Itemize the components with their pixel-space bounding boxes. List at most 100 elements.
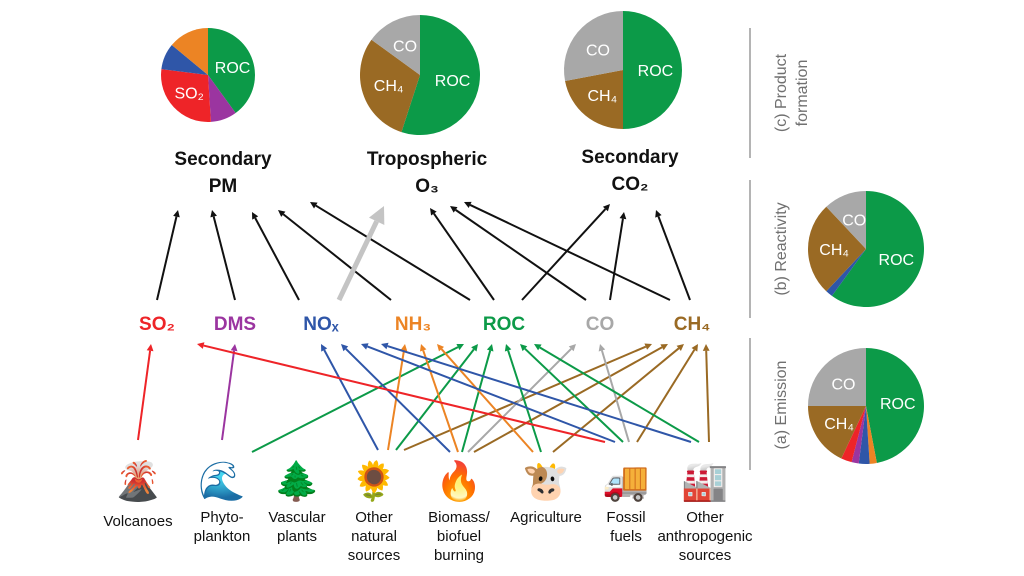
source-label-fossil-2: fuels — [610, 528, 642, 545]
species-label-so2: SO₂ — [139, 314, 175, 335]
emission-arrow-fossil-nox-shaft — [366, 345, 616, 443]
emission-arrow-other-natural-nox-head — [321, 344, 328, 352]
cow-icon: 🐮 — [522, 461, 569, 503]
emission-arrow-agriculture-ch4-head — [676, 344, 684, 351]
species-label-ch4: CH₄ — [674, 314, 711, 335]
pie-co2-label-ch4: CH₄ — [587, 88, 617, 105]
emission-arrow-other-anthro-ch4 — [702, 344, 710, 443]
panel-label-c-line1: (c) Product — [773, 53, 790, 132]
emission-arrow-biomass-nox-head — [341, 344, 349, 352]
pie-pm-label-so2: SO₂ — [174, 86, 203, 103]
species-labels: SO₂ DMS NOₓ NH₃ ROC CO CH₄ — [139, 314, 710, 335]
formation-arrow-co-co2 — [609, 212, 627, 301]
pie-emission-slice-dms — [851, 406, 866, 464]
panel-label-a: (a) Emission — [773, 361, 790, 450]
emission-arrow-biomass-roc-shaft — [461, 350, 492, 453]
source-label-biomass-2: biofuel — [437, 528, 481, 545]
pie-reactivity-slice-ch4 — [808, 206, 866, 292]
emission-arrow-biomass-nox-shaft — [345, 348, 451, 453]
formation-arrow-roc-pm — [310, 202, 471, 301]
wave-icon: 🌊 — [198, 459, 245, 503]
pie-emission-slice-nh3 — [866, 406, 877, 464]
formation-arrow-roc-pm-head — [310, 202, 318, 209]
pie-reactivity-slice-nox — [826, 249, 866, 296]
pie-co2-label-co: CO — [586, 42, 610, 59]
formation-arrow-nox-pm — [252, 212, 300, 301]
sunflower-icon: 🌻 — [350, 459, 397, 503]
emission-arrow-agriculture-nh3 — [437, 344, 534, 453]
emission-arrow-fossil-nox — [361, 343, 616, 443]
emission-arrow-other-natural-roc-head — [471, 344, 478, 352]
emission-arrow-other-anthro-ch4-head — [702, 344, 710, 351]
source-label-phyto-1: Phyto- — [200, 509, 243, 526]
source-label-other-natural-3: sources — [348, 547, 401, 564]
pie-o3-slice-co — [371, 15, 420, 75]
factory-icon: 🏭 — [681, 461, 728, 503]
emission-arrow-phyto-dms — [221, 344, 238, 441]
formation-arrow-nox-o3-shaft — [336, 220, 379, 302]
fire-icon: 🔥 — [435, 459, 482, 503]
emission-arrow-biomass-co-shaft — [467, 348, 572, 453]
emission-arrow-fossil-ch4-head — [691, 344, 698, 352]
pie-reactivity-label-co: CO — [842, 212, 866, 229]
source-label-other-anthro-3: sources — [679, 547, 732, 564]
source-label-fossil-1: Fossil — [606, 509, 645, 526]
panel-labels: (c) Product formation (b) Reactivity (a)… — [773, 53, 811, 449]
emission-arrow-biomass-ch4-shaft — [473, 346, 663, 453]
emission-arrow-biomass-nh3-shaft — [422, 350, 459, 453]
source-label-other-anthro-2: anthropogenic — [657, 528, 753, 545]
emission-arrow-biomass-co — [467, 344, 576, 453]
emission-arrow-other-anthro-ch4-shaft — [705, 350, 710, 443]
formation-arrow-co-co2-head — [619, 212, 627, 220]
pie-pm-slice-nh3 — [171, 28, 208, 75]
emission-arrow-biomass-nox — [341, 344, 451, 453]
formation-arrow-ch4-co2 — [655, 210, 691, 301]
pie-o3-slice-roc — [401, 15, 481, 135]
source-labels: Volcanoes Phyto- plankton Vascular plant… — [103, 509, 753, 564]
formation-arrow-ch4-o3 — [464, 201, 671, 301]
source-label-other-natural-2: natural — [351, 528, 397, 545]
emission-arrow-vascular-roc — [251, 344, 464, 453]
emission-arrow-other-natural-ch4-head — [644, 343, 652, 350]
source-label-other-natural-1: Other — [355, 509, 393, 526]
emission-arrow-fossil-roc — [520, 344, 624, 443]
emission-arrow-vascular-roc-head — [456, 344, 464, 351]
formation-arrow-dms-pm-shaft — [212, 216, 236, 301]
formation-arrow-co-o3 — [450, 206, 587, 301]
emission-arrow-fossil-co-head — [598, 344, 606, 352]
pie-emission-slice-co — [808, 348, 866, 406]
emission-arrow-other-natural-nh3-head — [400, 344, 408, 352]
pie-co2-slice-ch4 — [565, 70, 623, 129]
emission-arrow-biomass-roc-head — [486, 344, 494, 352]
pie-pm-label-roc: ROC — [215, 60, 251, 77]
pie-reactivity-slice-roc — [831, 191, 925, 307]
emission-arrow-other-natural-nox — [321, 344, 379, 451]
pie-pm-slice-roc — [208, 28, 255, 114]
emission-arrow-fossil-so2-shaft — [203, 344, 606, 443]
pie-pm-slice-so2 — [160, 69, 211, 122]
formation-arrow-roc-co2-head — [602, 204, 610, 212]
pie-emission-slice-ch4 — [808, 406, 866, 459]
truck-icon: 🚚 — [602, 461, 649, 503]
formation-arrow-so2-pm — [156, 210, 180, 301]
pie-emission-slice-so2 — [841, 406, 866, 463]
pie-reactivity-label-ch4: CH₄ — [819, 242, 849, 259]
formation-arrow-roc-o3-shaft — [433, 213, 495, 301]
emission-arrow-fossil-co — [598, 344, 630, 443]
emission-arrow-agriculture-roc — [504, 344, 542, 453]
panel-label-c-line2: formation — [794, 60, 811, 127]
emission-arrow-biomass-roc — [461, 344, 494, 453]
panel-label-b: (b) Reactivity — [773, 202, 790, 295]
formation-arrow-so2-pm-head — [173, 210, 180, 218]
source-label-phyto-2: plankton — [194, 528, 251, 545]
pie-emission-label-co: CO — [831, 376, 855, 393]
emission-arrow-other-natural-roc-shaft — [395, 348, 475, 451]
formation-arrow-roc-o3-head — [430, 208, 437, 216]
emission-arrow-fossil-roc-shaft — [524, 347, 624, 443]
pie-co2-slice-roc — [623, 11, 682, 129]
species-label-co: CO — [586, 314, 615, 335]
